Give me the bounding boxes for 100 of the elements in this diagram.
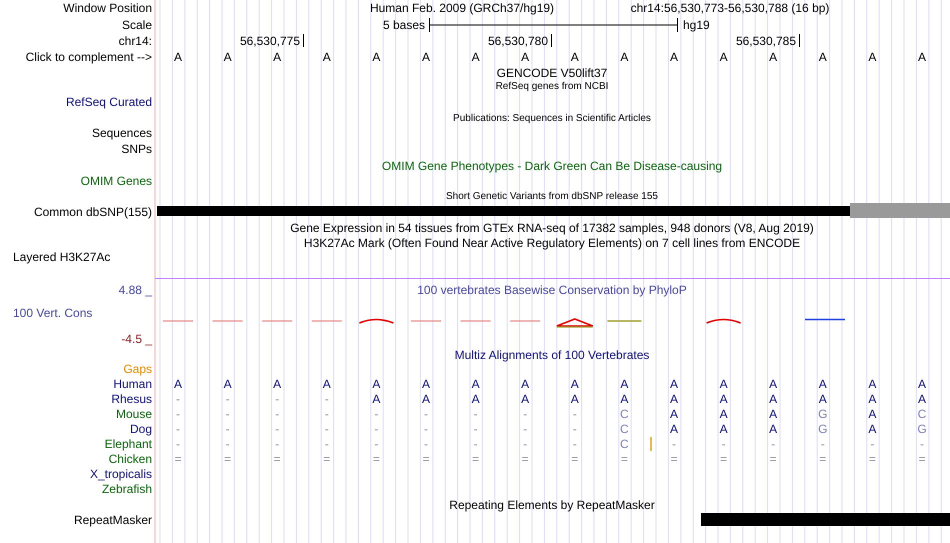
base-letter: A xyxy=(472,392,480,406)
base-letter: - xyxy=(324,392,329,406)
base-letter: - xyxy=(226,392,230,406)
base-letter: - xyxy=(226,407,230,421)
track-label: Layered H3K27Ac xyxy=(13,250,110,264)
base-letter: A xyxy=(670,422,678,436)
track-title: Publications: Sequences in Scientific Articles xyxy=(453,113,651,125)
base-letter: - xyxy=(523,422,528,436)
base-letter: - xyxy=(374,422,378,436)
species-label: Human xyxy=(113,377,152,391)
base-letter: A xyxy=(868,377,876,391)
track-label: Gaps xyxy=(123,362,152,376)
track-subtitle: RefSeq genes from NCBI xyxy=(496,81,608,93)
base-letter: - xyxy=(275,437,280,451)
base-letter: A xyxy=(720,377,728,391)
base-letter: - xyxy=(722,437,726,451)
base-letter: = xyxy=(274,452,281,466)
track-label: OMIM Genes xyxy=(80,174,152,188)
base-letter: - xyxy=(176,392,180,406)
base-letter: A xyxy=(670,392,678,406)
base-letter: A xyxy=(868,392,876,406)
base-letter: G xyxy=(917,422,927,436)
base-letter: = xyxy=(472,452,480,466)
base-letter: - xyxy=(424,437,428,451)
track-label: RefSeq Curated xyxy=(66,95,152,109)
track-title: OMIM Gene Phenotypes - Dark Green Can Be Disease-causing xyxy=(382,159,722,173)
species-label: Zebrafish xyxy=(102,482,152,496)
base-letter: A xyxy=(620,392,628,406)
track-label: RepeatMasker xyxy=(74,513,152,527)
track-label: Click to complement --> xyxy=(26,50,152,64)
base-letter: A xyxy=(620,50,628,64)
track-label: Window Position xyxy=(63,1,152,15)
track-title: Multiz Alignments of 100 Vertebrates xyxy=(454,348,650,362)
base-letter: A xyxy=(818,392,827,406)
base-letter: - xyxy=(275,422,280,436)
base-letter: - xyxy=(474,407,478,421)
species-label: Chicken xyxy=(108,452,152,466)
track-label: 100 Vert. Cons xyxy=(13,306,92,320)
base-letter: A xyxy=(422,377,430,391)
base-letter: - xyxy=(572,437,577,451)
base-letter: - xyxy=(474,437,478,451)
track-title: Gene Expression in 54 tissues from GTEx RNA-seq of 17382 samples, 948 donors (V8, Aug 2019) xyxy=(290,221,814,235)
base-letter: - xyxy=(226,422,230,436)
base-letter: A xyxy=(818,377,827,391)
base-letter: = xyxy=(571,452,578,466)
base-letter: - xyxy=(870,437,874,451)
base-letter: C xyxy=(620,422,629,436)
base-letter: A xyxy=(769,422,778,436)
base-letter: A xyxy=(472,50,480,64)
base-letter: - xyxy=(523,407,528,421)
axis-label: -4.5 _ xyxy=(121,332,152,346)
scale-text: 5 bases xyxy=(382,18,425,32)
base-letter: A xyxy=(868,422,876,436)
track-label: SNPs xyxy=(121,142,152,156)
track-title: H3K27Ac Mark (Often Found Near Active Regulatory Elements) on 7 cell lines from ENCODE xyxy=(304,236,800,250)
base-letter: - xyxy=(324,422,329,436)
base-letter: A xyxy=(720,422,728,436)
track-title: GENCODE V50lift37 xyxy=(496,66,608,80)
base-letter: A xyxy=(372,392,380,406)
species-label: Elephant xyxy=(104,437,152,451)
species-label: X_tropicalis xyxy=(90,467,152,481)
base-letter: - xyxy=(771,437,776,451)
base-letter: - xyxy=(920,437,924,451)
track-label: Sequences xyxy=(92,126,152,140)
base-letter: C xyxy=(918,407,926,421)
base-letter: A xyxy=(422,50,430,64)
base-letter: - xyxy=(226,437,230,451)
base-letter: A xyxy=(868,407,876,421)
base-letter: A xyxy=(570,377,579,391)
base-letter: = xyxy=(620,452,628,466)
base-letter: A xyxy=(720,392,728,406)
base-letter: A xyxy=(521,377,530,391)
base-letter: - xyxy=(374,407,378,421)
base-letter: = xyxy=(819,452,826,466)
track-label: Common dbSNP(155) xyxy=(34,205,152,219)
base-letter: - xyxy=(820,437,825,451)
base-letter: = xyxy=(918,452,926,466)
base-letter: = xyxy=(224,452,232,466)
base-letter: A xyxy=(224,377,232,391)
base-letter: A xyxy=(769,407,778,421)
base-letter: = xyxy=(670,452,678,466)
base-letter: A xyxy=(868,50,876,64)
species-label: Mouse xyxy=(116,407,152,421)
track-title: Repeating Elements by RepeatMasker xyxy=(449,498,655,512)
base-letter: - xyxy=(176,437,180,451)
coordinate-label: 56,530,785 xyxy=(736,34,796,48)
base-letter: - xyxy=(572,407,577,421)
base-letter: A xyxy=(670,50,678,64)
base-letter: A xyxy=(570,392,579,406)
base-letter: - xyxy=(176,422,180,436)
base-letter: A xyxy=(372,377,380,391)
coordinate-label: 56,530,775 xyxy=(240,34,300,48)
base-letter: - xyxy=(275,392,280,406)
position-text: chr14:56,530,773-56,530,788 (16 bp) xyxy=(630,1,830,15)
base-letter: - xyxy=(424,422,428,436)
base-letter: A xyxy=(620,377,628,391)
base-letter: - xyxy=(424,407,428,421)
assembly-text: hg19 xyxy=(683,18,710,32)
track-label: Scale xyxy=(122,18,152,32)
base-letter: G xyxy=(818,422,828,436)
